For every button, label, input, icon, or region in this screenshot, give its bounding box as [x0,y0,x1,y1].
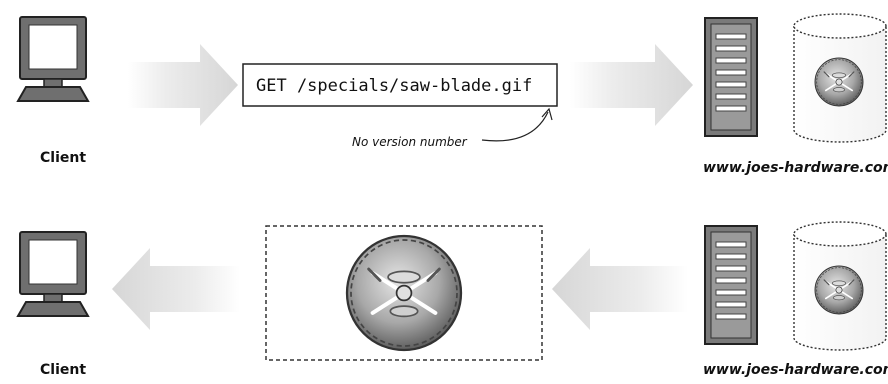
client-label-top: Client [40,150,86,166]
saw-blade-icon [345,234,463,352]
request-line-text: GET /specials/saw-blade.gif [256,76,532,96]
request-box: GET /specials/saw-blade.gif [242,63,558,107]
request-arrow-to-server [570,44,693,126]
saw-blade-icon [814,265,864,315]
response-arrow-to-client [112,248,240,330]
request-arrow-client-to-proxy [128,44,238,126]
server-label-bottom: www.joes-hardware.com [703,362,888,378]
version-annotation-text: No version number [352,135,468,149]
server-tower-icon [704,225,758,345]
client-computer-icon [17,16,89,102]
response-arrow-from-server [552,248,688,330]
client-label-bottom: Client [40,362,86,378]
saw-blade-icon [814,57,864,107]
server-tower-icon [704,17,758,137]
server-label-top: www.joes-hardware.com [703,160,888,176]
version-annotation: No version number [352,107,553,149]
client-computer-icon [17,231,89,317]
